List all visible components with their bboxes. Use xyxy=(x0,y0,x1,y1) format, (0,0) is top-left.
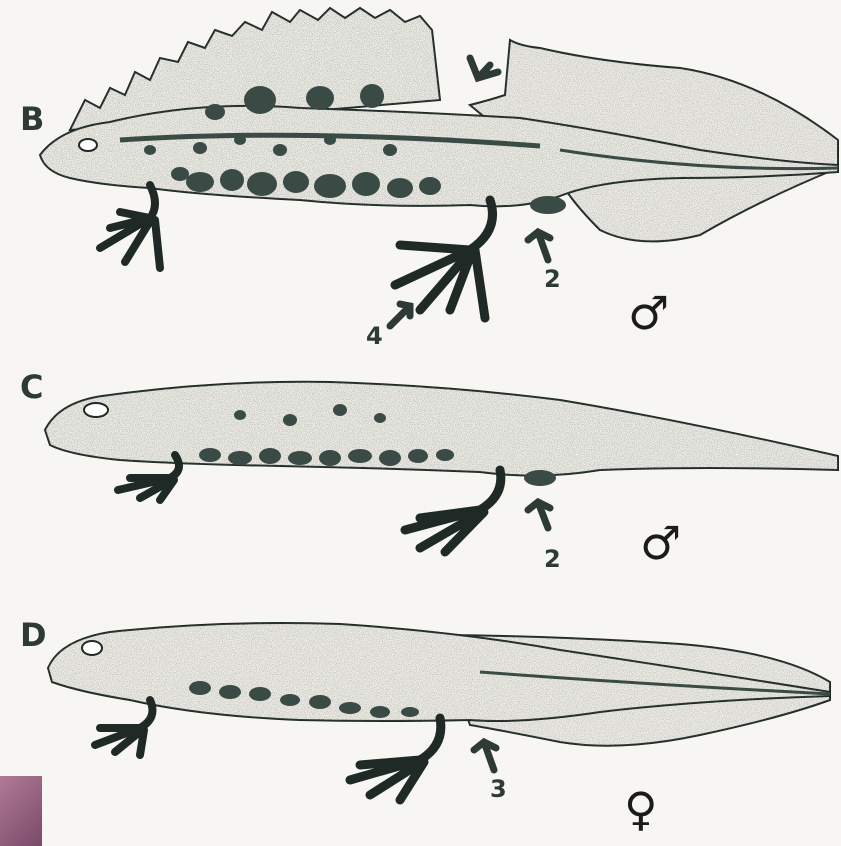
arrow-label-3 xyxy=(474,742,496,770)
panel-letter-b: B xyxy=(20,100,44,138)
corner-color-patch xyxy=(0,776,42,846)
arrow-label-4 xyxy=(390,304,410,326)
male-symbol-c: ♂ xyxy=(640,520,681,566)
hind-leg xyxy=(405,470,501,552)
newt-b-male-crested xyxy=(40,8,838,326)
panel-letter-c: C xyxy=(20,368,43,406)
front-leg xyxy=(95,700,152,755)
label-3: 3 xyxy=(490,775,507,803)
panel-letter-d: D xyxy=(20,616,47,654)
label-2-b: 2 xyxy=(544,265,561,293)
newt-c-male xyxy=(45,382,838,552)
label-2-c: 2 xyxy=(544,545,561,573)
hind-leg xyxy=(395,200,493,318)
label-4: 4 xyxy=(366,322,383,350)
male-symbol-b: ♂ xyxy=(628,290,669,336)
hind-leg xyxy=(350,718,441,800)
arrow-label-2-c xyxy=(528,502,550,528)
newt-d-female xyxy=(48,623,830,800)
arrow-crest-gap xyxy=(470,58,498,78)
female-symbol-d: ♀ xyxy=(624,786,658,832)
arrow-label-2-b xyxy=(528,232,550,260)
front-leg xyxy=(100,185,160,268)
